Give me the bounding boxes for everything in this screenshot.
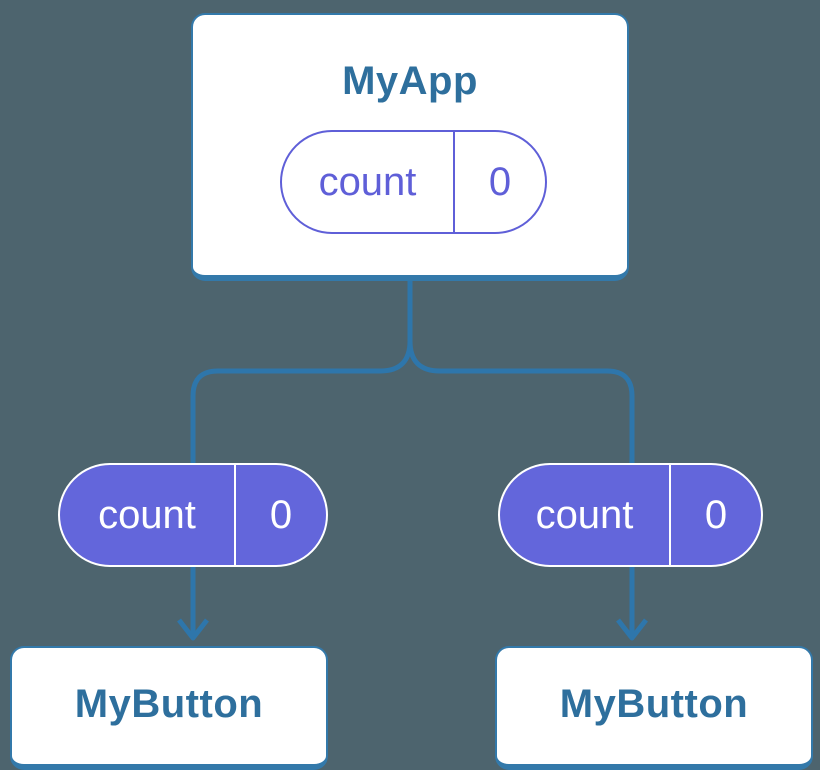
root-to-left-child-connector [190,281,413,463]
mybutton-card-left: MyButton [10,646,328,770]
mybutton-title: MyButton [559,681,749,726]
mybutton-card-right: MyButton [495,646,813,770]
root-to-right-child-connector [407,281,635,463]
myapp-title: MyApp [342,59,478,103]
state-name: count [282,132,455,232]
state-value: 0 [269,492,293,537]
root-state-pill: count 0 [280,130,547,234]
state-value: 0 [488,159,512,204]
left-arrowhead-icon [177,618,209,641]
state-name: count [60,465,236,565]
right-arrowhead-icon [616,618,648,641]
state-value: 0 [704,492,728,537]
right-child-state-pill: count 0 [498,463,763,567]
mybutton-title: MyButton [74,681,264,726]
myapp-card: MyApp count 0 [191,13,629,281]
left-child-state-pill: count 0 [58,463,328,567]
state-name: count [500,465,671,565]
